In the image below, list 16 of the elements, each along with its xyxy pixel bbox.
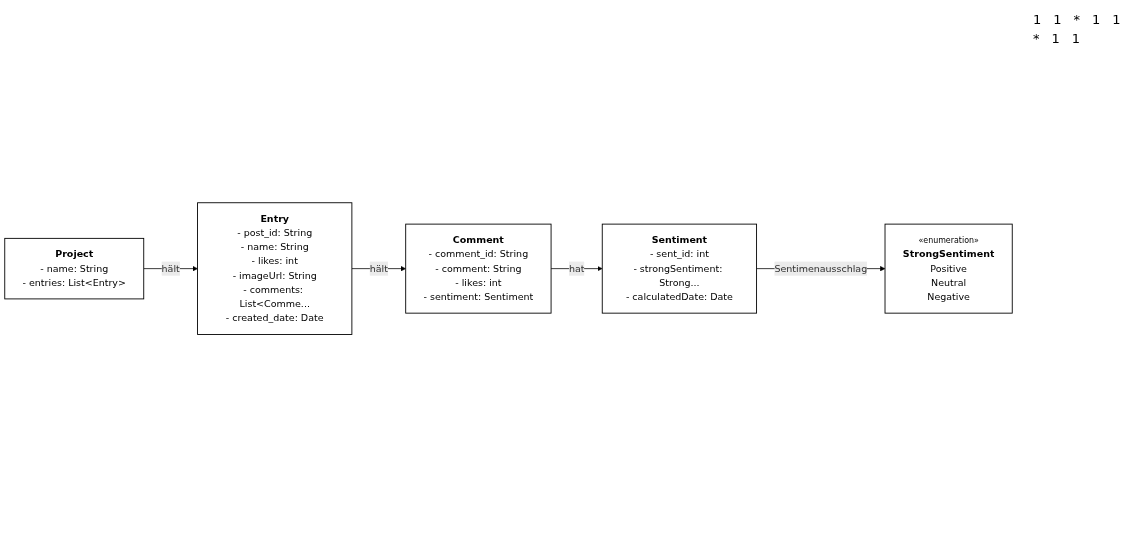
multiplicity-label: 1 — [1112, 12, 1121, 27]
edge-label: hält — [161, 262, 180, 274]
multiplicity-label: * — [1073, 12, 1081, 27]
node-box: Sentiment - sent_id: int - strongSentiment: Strong... - calculatedDate: Date — [601, 223, 757, 314]
node-box: Project - name: String - entries: List<Entry> — [4, 237, 145, 300]
multiplicity-label: 1 — [1033, 12, 1042, 27]
multiplicity-label: 1 — [1051, 31, 1060, 46]
node-box: Comment - comment_id: String - comment: String - likes: int - sentiment: Sentiment — [405, 223, 552, 314]
edge-label: hat — [568, 262, 585, 274]
multiplicity-label: 1 — [1053, 12, 1062, 27]
node-box: Entry - post_id: String - name: String - likes: int - imageUrl: String - comments: List<Comme... - created_date: Date — [197, 202, 353, 335]
edge-label: hält — [369, 262, 388, 274]
multiplicity-label: 1 — [1092, 12, 1101, 27]
multiplicity-label: 1 — [1071, 31, 1081, 46]
edge-label: Sentimenausschlag — [774, 262, 868, 274]
multiplicity-label: * — [1033, 31, 1040, 46]
